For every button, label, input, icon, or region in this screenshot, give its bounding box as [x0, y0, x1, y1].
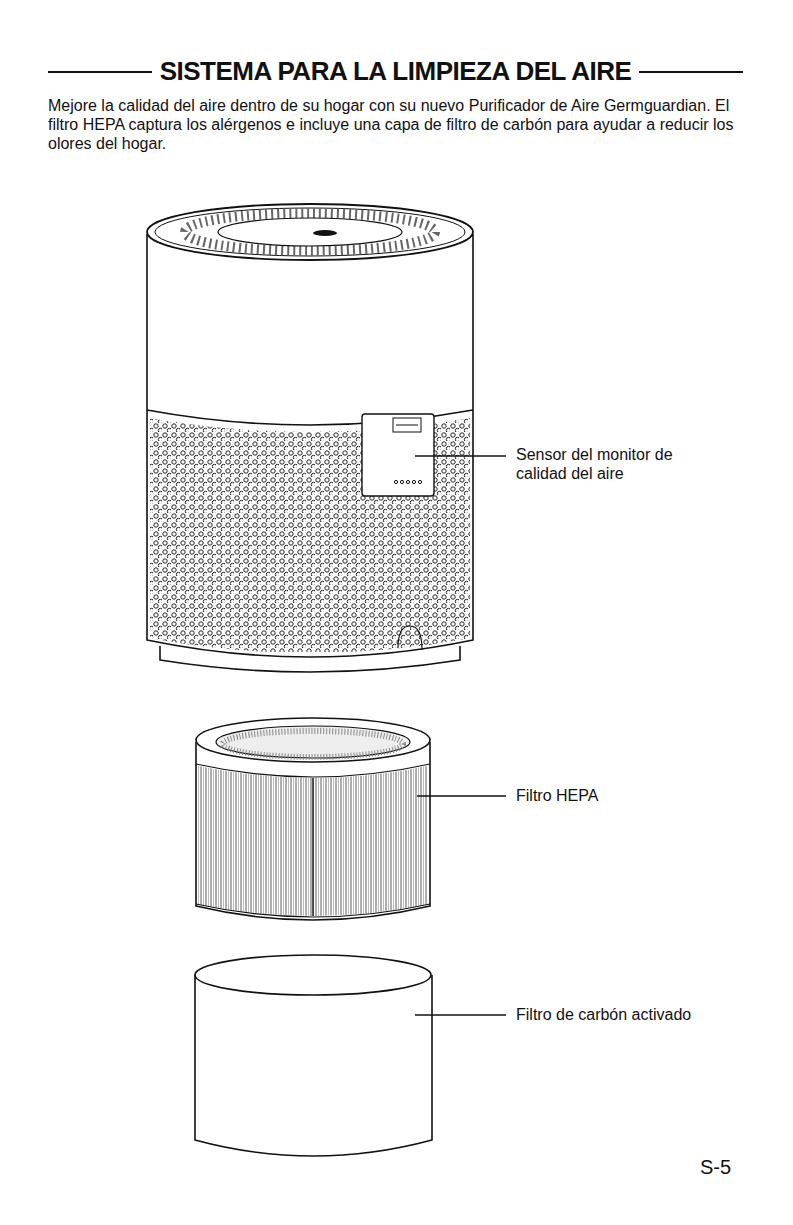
title-rule: [639, 71, 743, 73]
page-title: SISTEMA PARA LA LIMPIEZA DEL AIRE: [152, 56, 640, 87]
page-number: S-5: [700, 1155, 770, 1179]
title-rule: [48, 71, 152, 73]
leader-lines: [415, 456, 506, 1015]
sensor-panel: [362, 414, 434, 496]
top-grille: [147, 204, 473, 260]
intro-paragraph: Mejore la calidad del aire dentro de su …: [48, 96, 748, 154]
hepa-filter: [196, 718, 430, 930]
carbon-filter: [195, 955, 432, 1156]
title-row: SISTEMA PARA LA LIMPIEZA DEL AIRE: [48, 56, 743, 87]
part-label: Sensor del monitor de calidad del aire: [516, 445, 706, 483]
purifier-housing: [147, 234, 473, 672]
part-label: Filtro HEPA: [516, 786, 716, 805]
part-label: Filtro de carbón activado: [516, 1005, 766, 1024]
